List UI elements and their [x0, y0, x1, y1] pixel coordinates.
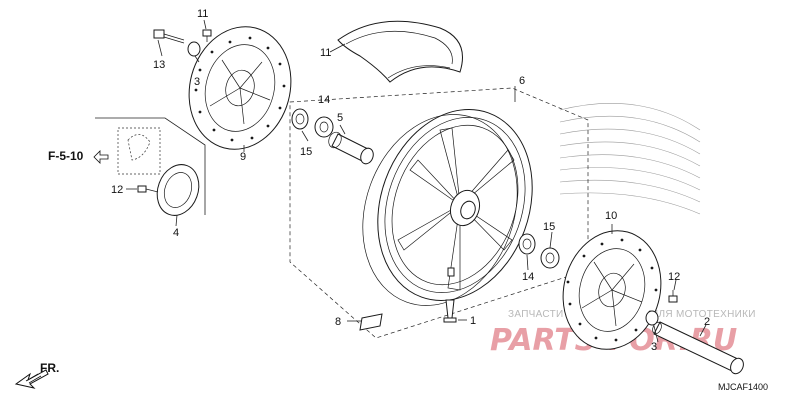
part-number-5: 5: [337, 112, 343, 124]
front-label: FR.: [40, 361, 59, 375]
front-direction-indicator: FR.: [14, 361, 59, 389]
front-wheel: [362, 108, 533, 306]
part-number-10: 10: [605, 210, 617, 222]
part-number-labels: 11 6 5 14 15 9 10 15 14 1 8 3 3 11 12 13…: [111, 8, 710, 353]
reference-label: F-5-10: [48, 149, 84, 163]
axle-pinch-bolt: [153, 29, 185, 44]
part-number-12: 12: [111, 184, 123, 196]
pulser-ring: [156, 164, 200, 216]
collar-upper: [187, 41, 201, 57]
leader-lines: [126, 19, 707, 343]
part-number-15: 15: [300, 146, 312, 158]
part-number-15-lower: 15: [543, 221, 555, 233]
part-number-13: 13: [153, 59, 165, 71]
part-number-14: 14: [318, 94, 330, 106]
part-number-9: 9: [240, 151, 246, 163]
disc-bolt-upper: [202, 29, 212, 42]
part-number-14-lower: 14: [522, 271, 534, 283]
part-number-8: 8: [335, 316, 341, 328]
front-brake-disc-left: [188, 26, 292, 150]
part-number-11: 11: [197, 8, 208, 20]
collar-lower: [645, 310, 659, 326]
part-number-11-lower: 12: [668, 271, 680, 283]
diagram-code: MJCAF1400: [718, 382, 768, 392]
tire: [337, 20, 463, 83]
part-number-6: 6: [519, 75, 525, 87]
wheel-assembly-outline: [289, 87, 589, 339]
front-brake-disc-right: [562, 230, 662, 350]
reference-callout: F-5-10: [48, 149, 109, 164]
tire-valve: [443, 299, 457, 323]
disc-bolt-lower: [668, 290, 678, 303]
part-number-3: 3: [194, 76, 200, 88]
lower-bearing-set: [518, 233, 560, 269]
part-number-3-lower: 3: [651, 341, 657, 353]
part-number-1: 1: [470, 315, 476, 327]
front-axle: [652, 321, 744, 375]
balance-weight: [359, 313, 383, 331]
sensor-bolt: [137, 185, 159, 193]
reference-arrow-icon: [93, 150, 109, 164]
part-number-7: 11: [320, 47, 331, 59]
part-number-4: 4: [173, 227, 179, 239]
sensor-box-outline: [95, 117, 206, 215]
front-arrow-icon: [14, 369, 49, 389]
part-number-2: 2: [704, 316, 710, 328]
upper-bearing-set: [291, 108, 334, 138]
speed-sensor: [117, 127, 161, 175]
axle-spacer: [328, 131, 374, 165]
decorative-wing-lines: [559, 103, 701, 215]
